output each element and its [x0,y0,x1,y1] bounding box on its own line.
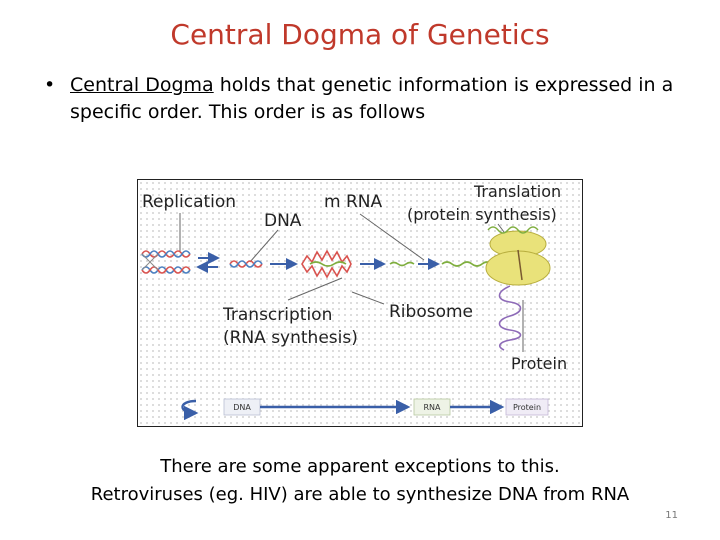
flow-protein-label: Protein [513,403,541,412]
pointer-mrna [359,213,425,261]
label-protein-synthesis: (protein synthesis) [407,205,557,224]
label-replication: Replication [142,192,236,212]
nascent-mrna [309,261,347,267]
flow-protein-box [505,398,549,416]
pointer-ribosome [351,291,385,305]
label-transcription: Transcription [222,305,332,325]
flow-bar: DNA RNA Protein [181,398,549,421]
ribosome [485,230,551,286]
label-mrna: m RNA [324,192,382,212]
central-dogma-diagram: Replication DNA m RNA Translation (prote… [141,182,567,421]
pointer-dna [249,229,279,263]
bullet-text: Central Dogma holds that genetic informa… [44,72,684,126]
label-rna-synthesis: (RNA synthesis) [223,328,358,348]
slide-title: Central Dogma of Genetics [170,18,550,51]
dna-segment [229,260,263,268]
mrna-strand [389,261,415,267]
label-ribosome: Ribosome [389,302,473,322]
central-dogma-term: Central Dogma [70,74,214,96]
dna-replication-helix [141,250,191,274]
flow-rna-label: RNA [423,403,441,412]
label-protein: Protein [511,354,567,373]
caption: There are some apparent exceptions to th… [0,453,720,509]
label-translation: Translation [473,182,561,201]
mrna-top-wiggle [487,226,539,234]
bullet-point: • Central Dogma holds that genetic infor… [44,72,684,126]
label-dna: DNA [264,211,302,231]
transcription-bubble [301,249,352,279]
central-dogma-figure: Replication DNA m RNA Translation (prote… [137,179,583,427]
pointer-transcription [287,277,343,301]
flow-dna-self-arrow [181,399,199,421]
protein-chain [498,285,522,351]
bullet-marker: • [44,74,56,96]
caption-line-2: Retroviruses (eg. HIV) are able to synth… [90,484,630,505]
flow-dna-label: DNA [233,403,251,412]
page-number: 11 [665,510,678,521]
caption-line-1: There are some apparent exceptions to th… [160,456,560,477]
bullet-text-rest: holds that genetic information is expres… [70,74,674,123]
